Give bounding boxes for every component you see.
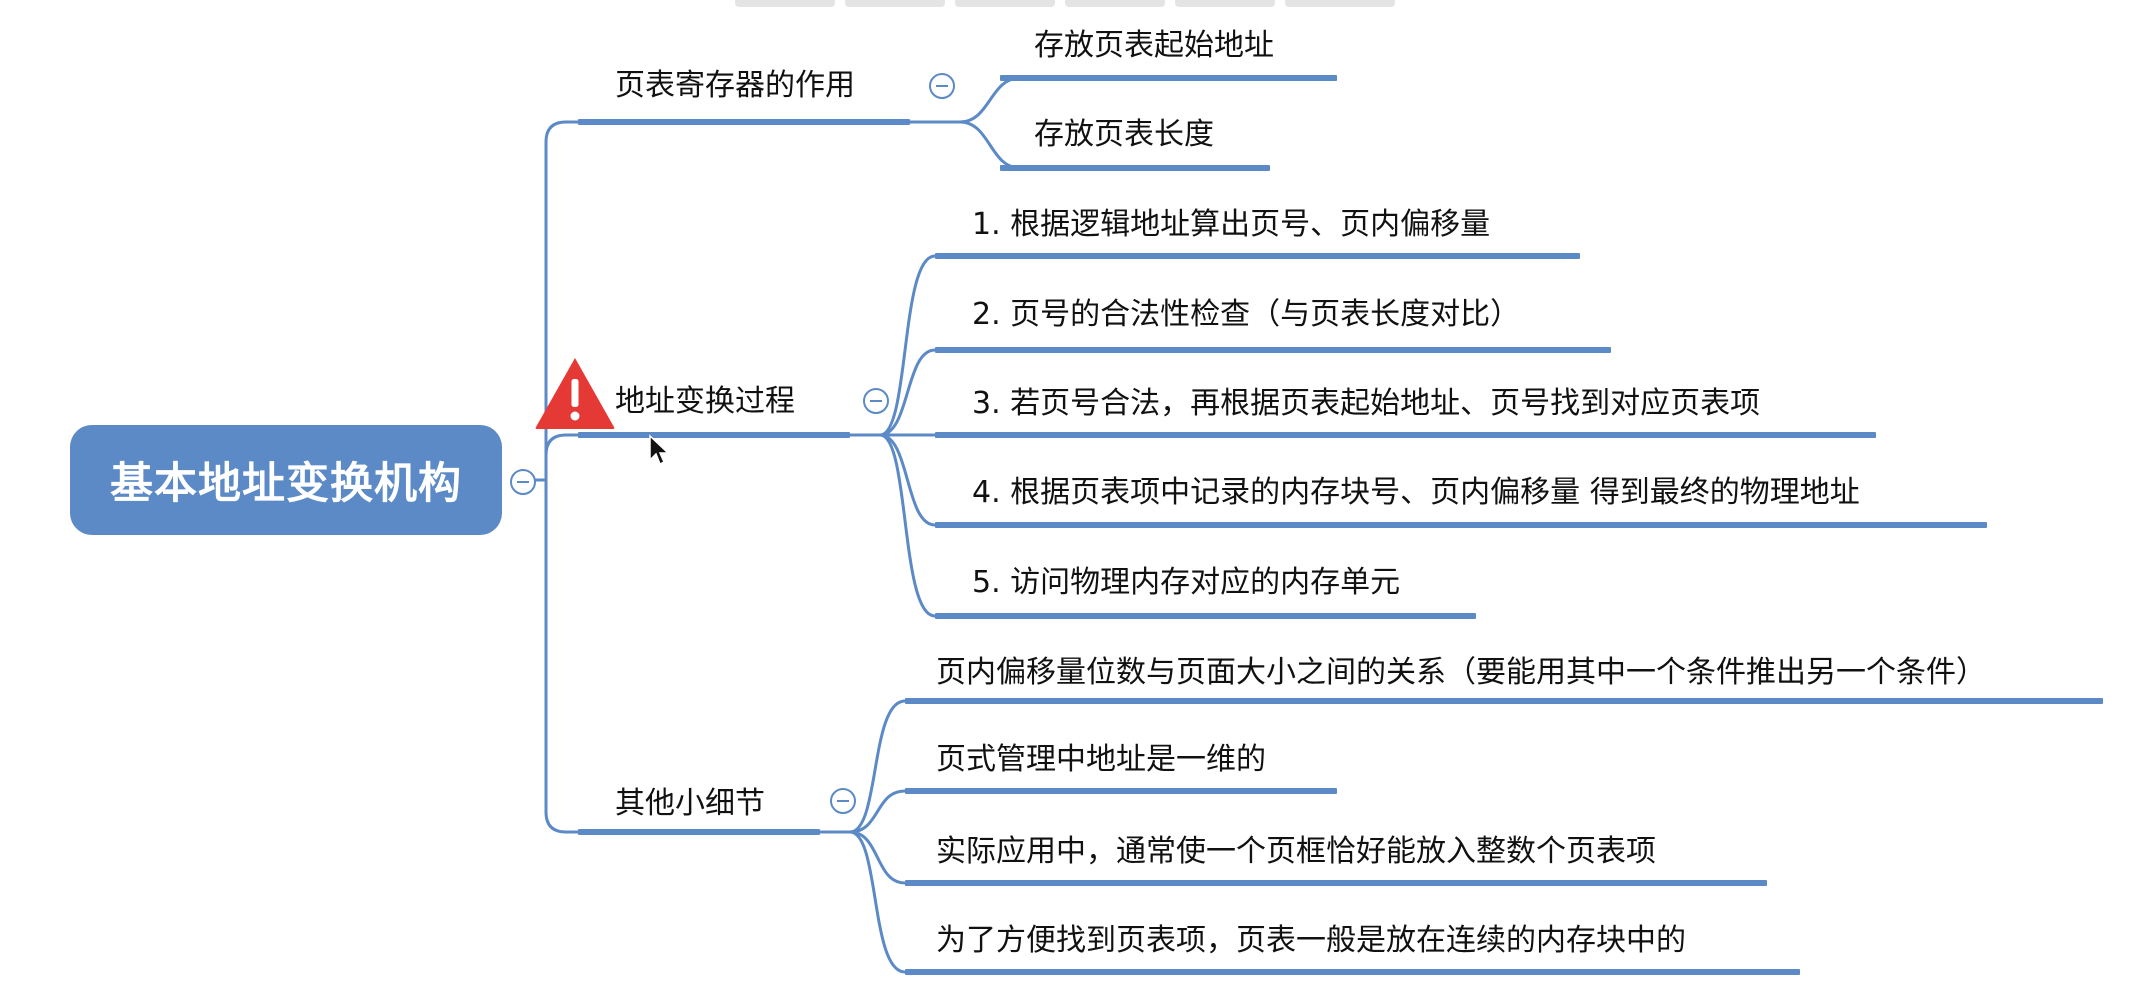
leaf-label[interactable]: 5. 访问物理内存对应的内存单元	[972, 565, 1401, 600]
leaf-label[interactable]: 实际应用中，通常使一个页框恰好能放入整数个页表项	[936, 834, 1656, 869]
leaf-label[interactable]: 1. 根据逻辑地址算出页号、页内偏移量	[972, 207, 1491, 242]
top-tab-stub	[955, 0, 1055, 7]
leaf-label[interactable]: 为了方便找到页表项，页表一般是放在连续的内存块中的	[936, 923, 1686, 958]
mouse-cursor-icon	[649, 434, 670, 466]
leaf-underline	[935, 522, 1987, 528]
branch1-collapse-toggle[interactable]	[929, 73, 955, 99]
connector-b3-c1	[820, 699, 906, 834]
leaf-label[interactable]: 3. 若页号合法，再根据页表起始地址、页号找到对应页表项	[972, 386, 1761, 421]
branch3-collapse-toggle[interactable]	[830, 788, 856, 814]
root-collapse-toggle[interactable]	[510, 469, 536, 495]
connector-branch1-child1	[910, 76, 1021, 124]
branch-label-page-table-register[interactable]: 页表寄存器的作用	[615, 68, 855, 103]
leaf-underline	[905, 788, 1337, 794]
leaf-label[interactable]: 2. 页号的合法性检查（与页表长度对比）	[972, 297, 1521, 332]
root-node[interactable]: 基本地址变换机构	[70, 425, 502, 535]
leaf-underline	[905, 880, 1767, 886]
connector-root-branch3	[544, 480, 578, 834]
leaf-label[interactable]: 存放页表起始地址	[1034, 28, 1274, 63]
leaf-label[interactable]: 存放页表长度	[1034, 117, 1214, 152]
warning-icon	[535, 358, 615, 429]
top-tab-stub	[735, 0, 835, 7]
top-tab-stub	[1175, 0, 1275, 7]
branch-label-address-translation[interactable]: 地址变换过程	[615, 384, 795, 419]
connector-b3-c3	[820, 830, 906, 885]
leaf-underline	[935, 613, 1476, 619]
leaf-label[interactable]: 4. 根据页表项中记录的内存块号、页内偏移量 得到最终的物理地址	[972, 475, 1860, 510]
leaf-underline	[905, 698, 2103, 704]
leaf-label[interactable]: 页式管理中地址是一维的	[936, 742, 1266, 777]
connector-b2-c1	[850, 254, 936, 437]
connector-b2-c5	[850, 433, 936, 618]
top-tab-stub	[1065, 0, 1165, 7]
connector-root-branch2	[526, 433, 578, 482]
top-tab-stub	[845, 0, 945, 7]
leaf-underline	[1000, 75, 1337, 81]
branch-underline	[578, 432, 850, 438]
leaf-underline	[935, 347, 1611, 353]
branch-label-other-details[interactable]: 其他小细节	[615, 786, 765, 821]
branch-underline	[578, 829, 820, 835]
connector-b3-c4	[820, 830, 906, 974]
leaf-underline	[905, 969, 1800, 975]
leaf-label[interactable]: 页内偏移量位数与页面大小之间的关系（要能用其中一个条件推出另一个条件）	[936, 655, 1986, 690]
branch-underline	[578, 119, 910, 125]
leaf-underline	[935, 253, 1580, 259]
branch2-collapse-toggle[interactable]	[863, 388, 889, 414]
connector-branch1-child2	[910, 120, 1021, 170]
connector-root-branch1	[526, 120, 578, 482]
leaf-underline	[935, 432, 1876, 438]
top-tab-stub	[1285, 0, 1395, 7]
leaf-underline	[1000, 165, 1270, 171]
